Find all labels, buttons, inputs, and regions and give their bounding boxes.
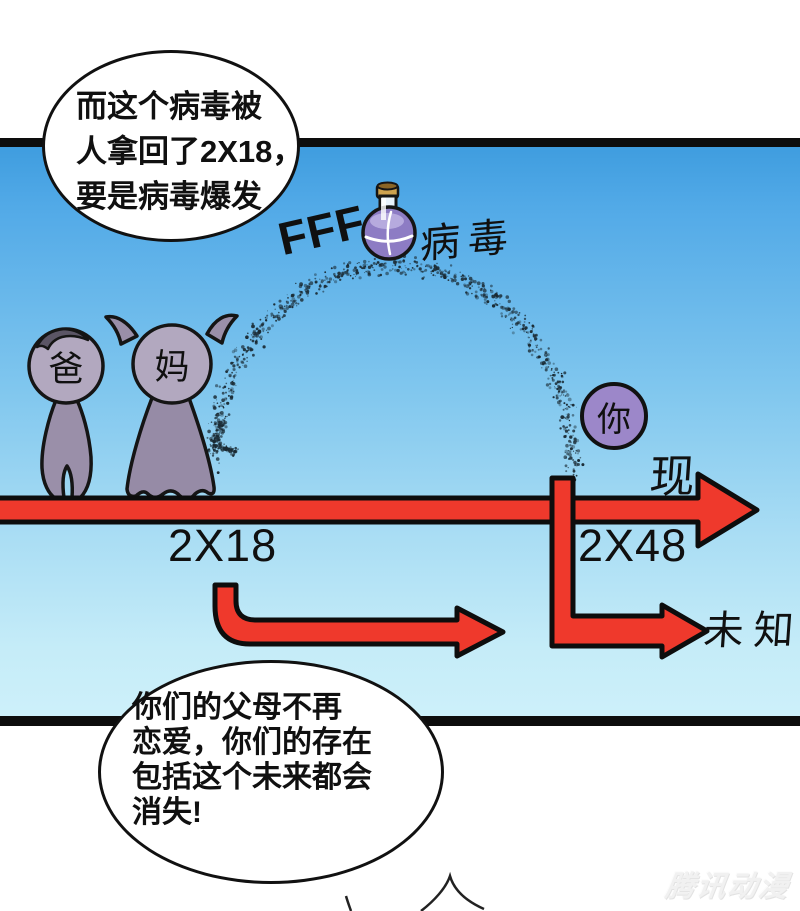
- you-label: 你: [597, 401, 631, 439]
- speech-bubble-bottom-text: 你们的父母不再 恋爱，你们的存在 包括这个未来都会 消失!: [132, 690, 372, 830]
- speech-bubble-top: [42, 50, 300, 242]
- virus-label: 病毒: [419, 213, 517, 268]
- current-year-label: 2X48: [578, 520, 688, 571]
- panel-top-border: [0, 138, 800, 147]
- speech-bubble-bottom: [98, 660, 444, 884]
- you-circle: 你: [580, 382, 648, 450]
- bubble-top-line: 人拿回了2X18，: [76, 134, 304, 169]
- bubble-bottom-line: 你们的父母不再: [132, 691, 342, 724]
- speech-bubble-top-text: 而这个病毒被 人拿回了2X18， 要是病毒爆发: [76, 84, 303, 219]
- watermark: 腾讯动漫: [663, 871, 792, 903]
- bubble-top-line: 而这个病毒被: [76, 89, 262, 124]
- mom-label: 妈: [154, 347, 190, 387]
- unknown-label: 未知: [702, 608, 800, 653]
- start-year-label: 2X18: [168, 520, 278, 571]
- dad-label: 爸: [48, 349, 84, 389]
- bubble-bottom-line: 消失!: [132, 796, 202, 829]
- bubble-top-line: 要是病毒爆发: [76, 179, 262, 214]
- present-label: 现: [647, 452, 697, 502]
- bubble-bottom-line: 包括这个未来都会: [132, 761, 372, 794]
- bubble-bottom-line: 恋爱，你们的存在: [132, 726, 372, 759]
